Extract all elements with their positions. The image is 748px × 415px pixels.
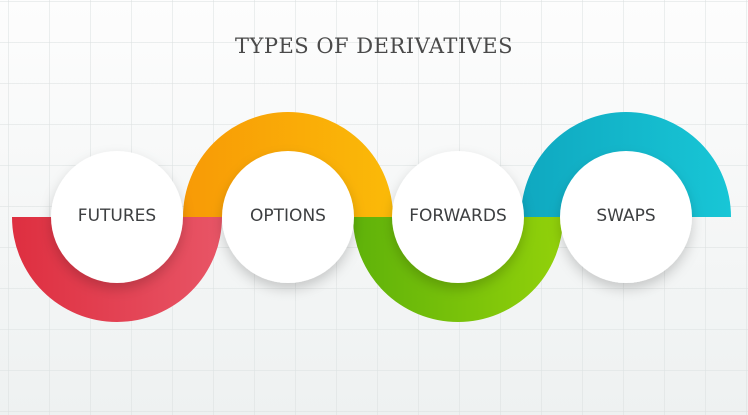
options-arc: [183, 112, 393, 217]
swaps-label: SWAPS: [596, 206, 656, 226]
futures-label: FUTURES: [77, 206, 157, 226]
options-label: OPTIONS: [250, 206, 326, 226]
forwards-circle: [392, 151, 524, 283]
swaps-circle: [560, 151, 692, 283]
forwards-label: FORWARDS: [409, 206, 507, 226]
futures-circle: [51, 151, 183, 283]
forwards-arc: [353, 217, 563, 322]
swaps-arc: [521, 112, 731, 217]
options-circle: [222, 151, 354, 283]
diagram-title: TYPES OF DERIVATIVES: [234, 34, 514, 58]
futures-arc: [12, 217, 222, 322]
